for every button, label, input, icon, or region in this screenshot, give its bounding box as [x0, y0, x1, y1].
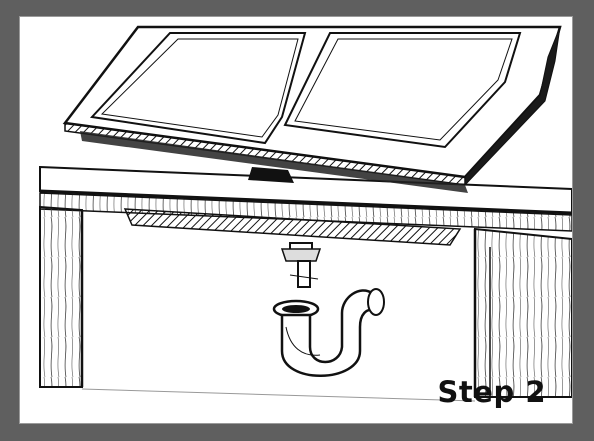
bowl-underside: [123, 208, 462, 246]
floor-line: [81, 388, 476, 402]
drain-tailpiece: [280, 242, 322, 288]
left-cabinet-wall: [39, 205, 84, 388]
right-cabinet-wall: [473, 227, 572, 398]
step-label: Step 2: [437, 375, 546, 409]
double-sink: [62, 25, 562, 187]
illustration-panel: Step 2: [19, 16, 573, 424]
countertop: [39, 131, 572, 232]
p-trap: [272, 288, 385, 377]
sink-installation-illustration: [39, 25, 572, 402]
